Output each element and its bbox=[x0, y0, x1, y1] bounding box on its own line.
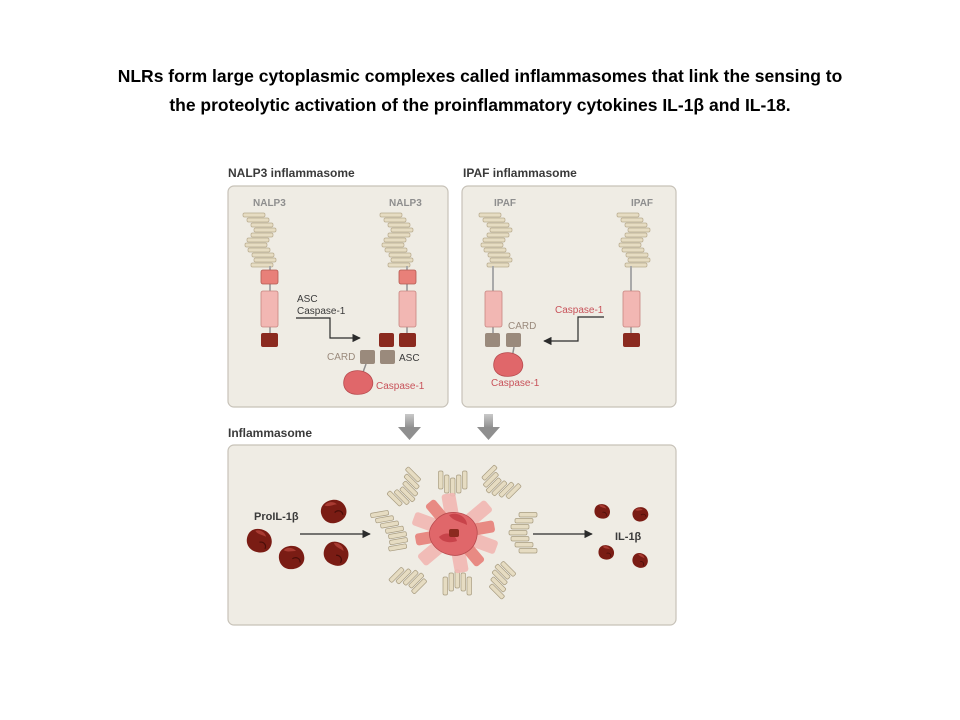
inflammasome-panel: Inflammasome ProIL-1β bbox=[227, 426, 677, 626]
nalp3-left-label: NALP3 bbox=[253, 198, 286, 209]
nalp3-panel-title: NALP3 inflammasome bbox=[228, 166, 355, 180]
nalp3-arrow-label-caspase: Caspase-1 bbox=[297, 306, 346, 317]
down-arrow-right bbox=[477, 414, 500, 440]
nalp3-arrow bbox=[296, 317, 361, 343]
nalp3-right-molecule bbox=[379, 212, 417, 347]
ipaf-caspase-label: Caspase-1 bbox=[491, 378, 540, 389]
nalp3-caspase-label: Caspase-1 bbox=[376, 381, 425, 392]
ipaf-panel-title: IPAF inflammasome bbox=[463, 166, 577, 180]
ipaf-arrow bbox=[543, 316, 604, 346]
ipaf-card-label: CARD bbox=[508, 321, 536, 332]
inflammasome-panel-title: Inflammasome bbox=[228, 426, 312, 440]
down-arrow-left bbox=[398, 414, 421, 440]
ipaf-left-label: IPAF bbox=[494, 198, 516, 209]
slide-title-line-1: NLRs form large cytoplasmic complexes ca… bbox=[117, 66, 843, 86]
nalp3-left-molecule bbox=[242, 212, 279, 347]
nalp3-caspase-shape bbox=[343, 370, 374, 395]
proil1b-label: ProIL-1β bbox=[254, 511, 299, 523]
nalp3-arrow-label-asc: ASC bbox=[297, 294, 318, 305]
ipaf-arrow-label: Caspase-1 bbox=[555, 305, 604, 316]
il1b-label: IL-1β bbox=[615, 531, 642, 543]
slide-title: NLRs form large cytoplasmic complexes ca… bbox=[40, 62, 920, 120]
nalp3-asc-label: ASC bbox=[399, 353, 420, 364]
nalp3-right-label: NALP3 bbox=[389, 198, 422, 209]
ipaf-caspase-shape bbox=[493, 352, 524, 377]
ipaf-panel: IPAF inflammasome IPAF IPAF CARD Caspase… bbox=[461, 166, 677, 408]
slide-title-line-2: the proteolytic activation of the proinf… bbox=[169, 95, 791, 115]
nalp3-panel: NALP3 inflammasome NALP3 NALP3 ASC Caspa… bbox=[227, 166, 449, 408]
ipaf-right-label: IPAF bbox=[631, 198, 653, 209]
ipaf-right-molecule bbox=[616, 212, 651, 347]
nalp3-assembled-complex bbox=[343, 333, 395, 395]
inflammasome-complex bbox=[369, 464, 538, 600]
nalp3-card-label: CARD bbox=[327, 352, 355, 363]
ipaf-left-molecule bbox=[478, 212, 524, 377]
